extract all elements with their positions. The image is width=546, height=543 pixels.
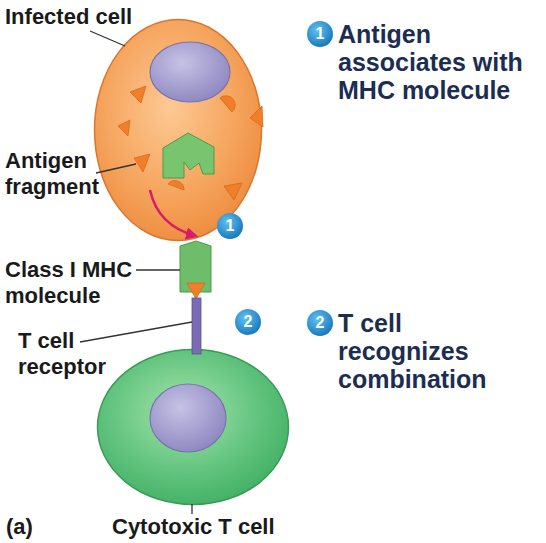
- antigen-fragment: [250, 106, 263, 127]
- cell-outline: [96, 348, 290, 506]
- presented-antigen: [187, 283, 205, 299]
- cell-node: Infected cell: [93, 18, 263, 242]
- leader-line: [191, 504, 192, 514]
- cell-nucleus: [150, 384, 226, 452]
- leader-line: [80, 322, 192, 342]
- cell-label: Cytotoxic T cell: [112, 514, 275, 540]
- callout-number: 2: [235, 309, 261, 335]
- cell-nucleus: [150, 42, 230, 102]
- callout-circle: [307, 21, 333, 47]
- transport-arrow: [150, 190, 196, 236]
- callout-circle: [307, 310, 333, 336]
- text-label: T cell receptor: [18, 328, 118, 380]
- cell-body: [98, 350, 289, 505]
- cell-outline: [93, 18, 263, 242]
- text-label: T cell recognizes combination: [338, 309, 533, 393]
- callout-circle: [235, 309, 261, 335]
- antigen-fragment: [168, 181, 184, 190]
- antigen-fragment: [220, 96, 235, 112]
- cell-label: Infected cell: [5, 4, 132, 30]
- antigen-fragment: [224, 183, 242, 200]
- mhc-molecule: [180, 241, 211, 292]
- callout-number: 2: [307, 310, 333, 336]
- cell-body: [95, 20, 262, 241]
- leader-line: [96, 164, 136, 173]
- antigen-fragment: [130, 86, 146, 103]
- leader-line: [90, 31, 125, 46]
- cell-node: Cytotoxic T cell: [96, 348, 290, 506]
- text-label: Antigen associates with MHC molecule: [338, 20, 538, 104]
- mhc-molecule-inside: [163, 133, 214, 178]
- text-label: Class I MHC molecule: [5, 257, 145, 309]
- leader-line: [136, 269, 180, 270]
- antigen-fragment: [134, 154, 150, 172]
- text-label: Antigen fragment: [5, 148, 105, 200]
- text-label: (a): [6, 514, 66, 540]
- callout-number: 1: [307, 21, 333, 47]
- callout-circle: [217, 213, 243, 239]
- t-cell-receptor: [192, 298, 201, 354]
- antigen-fragment: [118, 120, 130, 136]
- antigen-fragment: [196, 153, 210, 170]
